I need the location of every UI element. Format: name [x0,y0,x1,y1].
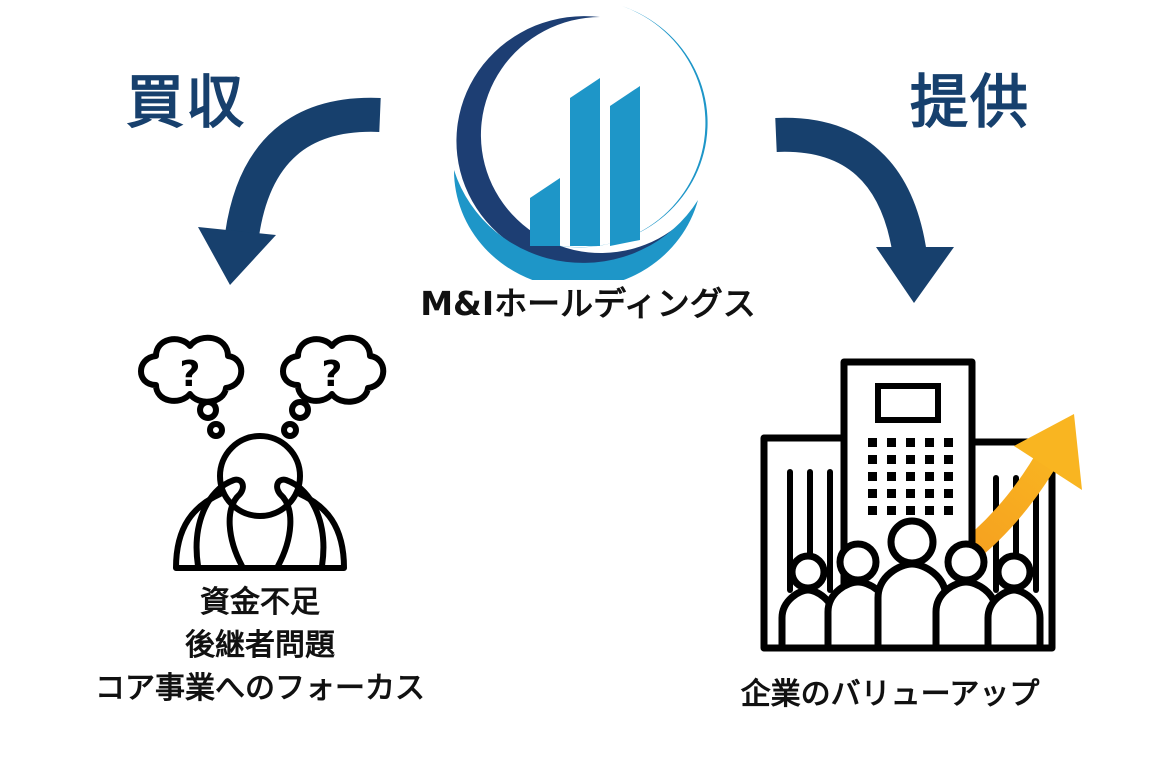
tower-window [944,472,953,481]
person-left-arm [193,476,246,569]
left-question-mark: ? [180,354,201,395]
tower-window [925,489,934,498]
tower-window [906,489,915,498]
company-name: M&Iホールディングス [420,284,756,323]
tower-window [868,489,877,498]
curved-arrow-down-right-icon [775,117,954,303]
right-bubble-1 [289,399,311,421]
acquisition-label: 買収 [126,68,247,136]
tower-window [944,506,953,515]
center-tower-sign [875,383,941,423]
buildings-people-growth-icon [760,358,1082,652]
left-arrow-head [198,227,276,285]
person-head-5 [994,552,1034,592]
tower-window [925,438,934,447]
left-thought-cloud [138,334,245,405]
logo-bar-3 [610,86,640,246]
caption-value-up: 企業のバリューアップ [740,677,1040,712]
tower-window [868,455,877,464]
tower-window [944,438,953,447]
logo-bar-2 [570,78,600,246]
company-logo-icon [453,6,708,280]
tower-window [887,472,896,481]
left-bubble-2 [207,421,225,439]
tower-window [944,455,953,464]
tower-window [887,489,896,498]
person-head-1 [788,552,828,592]
tower-window [868,506,877,515]
caption-core-business-focus: コア事業へのフォーカス [95,671,425,706]
provision-label: 提供 [910,68,1031,136]
tower-window [887,506,896,515]
person-body [173,491,347,571]
person-head-3 [887,517,937,567]
person-right-arm [274,476,327,569]
tower-window [925,506,934,515]
caption-funding-shortage: 資金不足 [200,585,320,620]
tower-window [868,438,877,447]
left-bubble-1 [197,399,219,421]
tower-window [906,455,915,464]
tower-window [887,455,896,464]
logo-swoosh-lower [453,170,698,280]
right-thought-cloud [280,334,387,405]
tower-window [944,489,953,498]
right-bubble-2 [281,421,299,439]
tower-window [906,438,915,447]
right-arrow-head [876,247,954,303]
person-head [217,433,303,519]
growth-arrow-head [1014,414,1082,490]
tower-window [906,472,915,481]
right-question-mark: ? [322,354,343,395]
logo-bar-1 [530,178,560,246]
right-arrow-shaft [775,117,927,258]
person-head-2 [836,540,880,584]
caption-succession-problem: 後継者問題 [185,628,335,663]
left-captions: 資金不足 後継者問題 コア事業へのフォーカス [40,588,480,717]
troubled-person-icon: ? ? [138,334,387,571]
tower-window [906,506,915,515]
person-head-4 [944,540,988,584]
tower-window [868,472,877,481]
person-body-5 [984,586,1044,652]
center-tower-windows [868,438,953,515]
tower-window [925,455,934,464]
left-arrow-shaft [225,97,381,238]
tower-window [925,472,934,481]
tower-window [887,438,896,447]
curved-arrow-down-left-icon [198,97,381,285]
